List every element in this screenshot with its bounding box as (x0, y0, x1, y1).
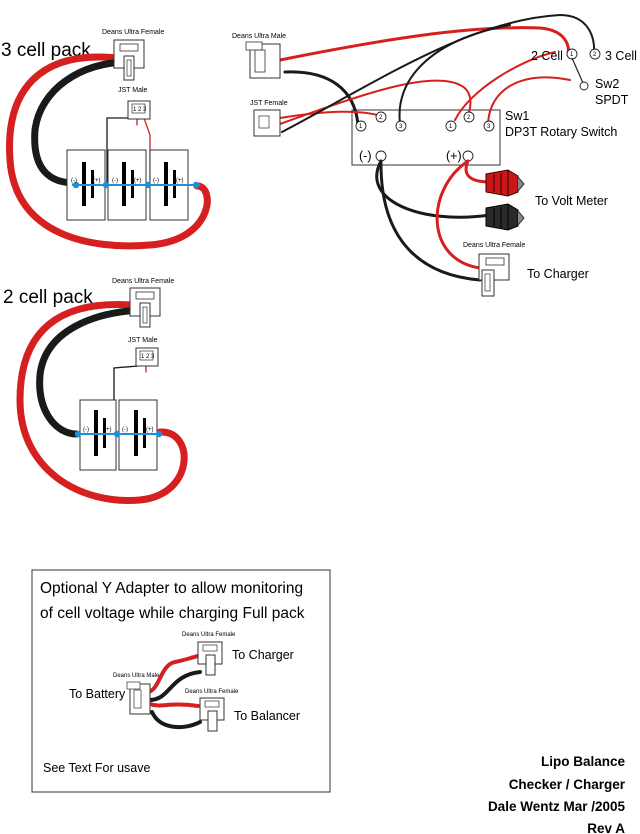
title-block: Lipo Balance Checker / Charger Dale Went… (488, 754, 626, 834)
y-adapter-title-2: of cell voltage while charging Full pack (40, 605, 305, 622)
svg-text:2: 2 (379, 115, 383, 121)
red-banana-plug (485, 169, 525, 197)
y-adapter-title-1: Optional Y Adapter to allow monitoring (40, 580, 303, 597)
volt-meter-label: To Volt Meter (535, 194, 608, 208)
pos-to-charger (435, 159, 482, 270)
three-cell-balance-black (106, 117, 131, 186)
two-cell-pos-1: (+) (104, 427, 112, 433)
title-line-4: Rev A (587, 821, 625, 834)
two-cell-neg-1: (-) (83, 427, 89, 433)
three-cell-neg-2: (-) (112, 178, 118, 184)
checker-deans-male-label: Deans Ultra Male (232, 33, 286, 40)
sw2-three-cell-label: 3 Cell (605, 49, 637, 63)
svg-text:1: 1 (449, 124, 453, 130)
three-cell-pos-1: (+) (93, 178, 101, 184)
pos-to-meter (464, 159, 492, 184)
two-cell-neg-2: (-) (122, 427, 128, 433)
y-footnote: See Text For usave (43, 761, 151, 775)
two-cell-pack: 2 cell pack Deans Ultra Female JST Male … (3, 278, 188, 504)
svg-text:1: 1 (359, 124, 363, 130)
svg-text:1: 1 (570, 52, 574, 58)
checker-jst-female-label: JST Female (250, 100, 288, 107)
y-to-battery: To Battery (69, 687, 126, 701)
three-cell-junctions (72, 181, 200, 189)
three-cell-pos-2: (+) (134, 178, 142, 184)
two-cell-title: 2 cell pack (3, 287, 93, 308)
y-to-balancer: To Balancer (234, 709, 300, 723)
two-cell-red-wire (16, 300, 188, 504)
three-cell-deans-connector (113, 39, 145, 81)
checker-circuit: Deans Ultra Male JST Female Sw1 DP3T Rot… (232, 13, 637, 297)
sw1-name: Sw1 (505, 109, 529, 123)
to-charger-label: To Charger (527, 267, 589, 281)
two-cell-jst-label: JST Male (128, 337, 158, 344)
svg-text:3: 3 (487, 124, 491, 130)
two-cell-deans-connector (129, 287, 161, 328)
y-deans-male (126, 681, 151, 715)
sw2-name: Sw2 (595, 77, 619, 91)
sw2-two-cell-label: 2 Cell (531, 49, 563, 63)
charger-deans-connector (478, 253, 510, 297)
checker-deans-male (245, 41, 281, 79)
sw1-terminals (355, 111, 495, 162)
two-cell-deans-label: Deans Ultra Female (112, 278, 174, 285)
three-cell-black-wire (31, 58, 132, 187)
three-cell-title: 3 cell pack (1, 40, 91, 61)
title-line-2: Checker / Charger (509, 777, 626, 792)
three-cell-deans-label: Deans Ultra Female (102, 29, 164, 36)
three-cell-neg-3: (-) (153, 178, 159, 184)
neg-to-meter (375, 159, 492, 219)
sw2-common (579, 81, 589, 91)
three-cell-jst-connector: 1 2 3 (127, 100, 151, 120)
title-line-3: Dale Wentz Mar /2005 (488, 799, 626, 814)
sw1-body (351, 109, 501, 166)
sw1-desc: DP3T Rotary Switch (505, 125, 617, 139)
three-cell-neg-1: (-) (71, 178, 77, 184)
svg-text:2: 2 (467, 115, 471, 121)
y-deans-female-top-label: Deans Ultra Female (182, 632, 236, 638)
three-cell-pos-3: (+) (176, 178, 184, 184)
y-adapter-box: Optional Y Adapter to allow monitoring o… (31, 569, 331, 793)
sw1-neg-symbol: (-) (359, 149, 372, 163)
sw2-terminal-2 (589, 48, 601, 60)
charger-deans-label: Deans Ultra Female (463, 242, 525, 249)
three-cell-red-wire (6, 53, 211, 250)
two-cell-pos-2: (+) (146, 427, 154, 433)
y-deans-female-top (197, 641, 223, 676)
svg-text:1 2 3: 1 2 3 (141, 354, 155, 360)
y-to-charger: To Charger (232, 648, 294, 662)
three-cell-pack: 3 cell pack Deans Ultra Female JST Male … (1, 29, 211, 250)
two-cell-junctions (74, 430, 163, 438)
neg-to-charger (379, 159, 482, 282)
sw2-lever (571, 57, 584, 84)
black-banana-plug (485, 203, 525, 231)
y-deans-male-label: Deans Ultra Male (113, 673, 160, 679)
sw1-pos-symbol: (+) (446, 149, 462, 163)
two-cell-black-wire (36, 306, 146, 438)
y-deans-female-bottom (199, 697, 225, 732)
svg-text:2: 2 (593, 52, 597, 58)
svg-text:1 2 3: 1 2 3 (133, 107, 147, 113)
deans-black-to-sw1 (283, 70, 360, 127)
svg-text:3: 3 (399, 124, 403, 130)
sw2-desc: SPDT (595, 93, 629, 107)
two-cell-jst-connector: 1 2 3 (135, 347, 159, 367)
title-line-1: Lipo Balance (541, 754, 626, 769)
checker-jst-female (253, 109, 281, 137)
three-cell-jst-label: JST Male (118, 87, 148, 94)
y-deans-female-bottom-label: Deans Ultra Female (185, 689, 239, 695)
